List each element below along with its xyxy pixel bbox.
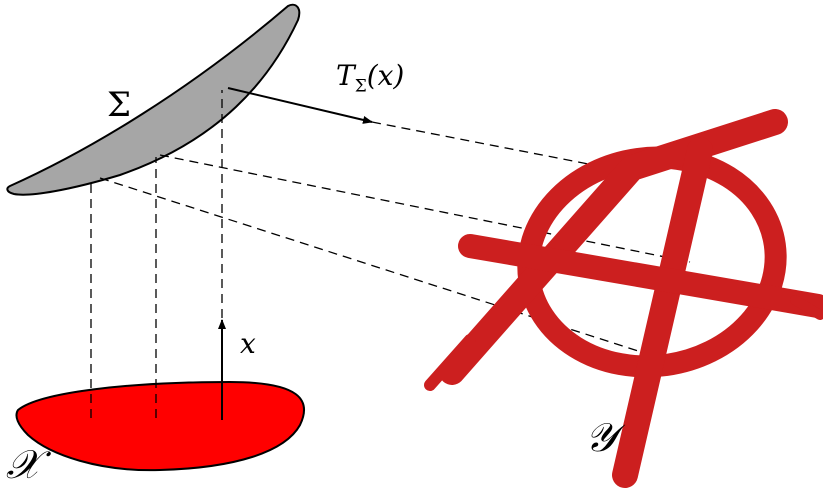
target-drip-right: [790, 295, 823, 320]
reflector-shape: [6, 3, 301, 196]
reflector-label: Σ: [107, 85, 132, 125]
target-domain-label: 𝒴: [585, 415, 617, 461]
ray-point-label: x: [240, 327, 256, 360]
reflected-ray-bottom: [99, 177, 661, 359]
target-domain-shape: [424, 109, 823, 488]
target-crossbar: [458, 234, 823, 318]
source-domain-label: 𝒳: [6, 442, 41, 488]
reflected-ray-arrow: [227, 87, 373, 124]
target-letter-a: [439, 109, 788, 385]
target-letter-a-right: [612, 137, 713, 488]
map-symbol: T: [336, 59, 355, 92]
map-subscript: Σ: [354, 76, 367, 97]
reflector-map-label: TΣ(x): [336, 62, 404, 96]
map-argument: (x): [366, 59, 405, 92]
target-drip-left: [424, 334, 476, 391]
reflected-ray-middle: [159, 154, 691, 263]
source-domain-shape: [15, 380, 305, 472]
